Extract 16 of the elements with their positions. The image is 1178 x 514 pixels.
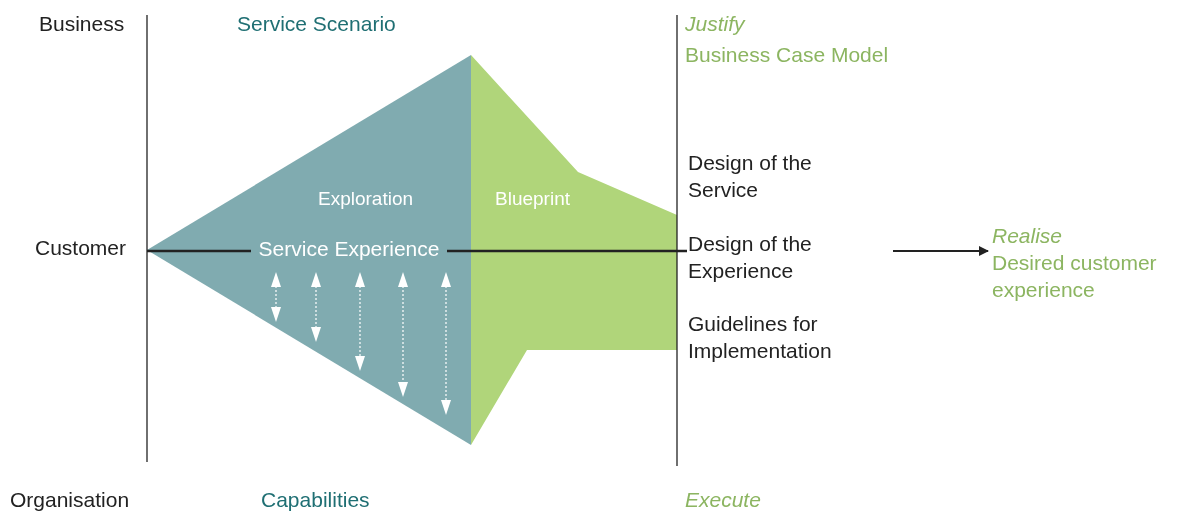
row-label: Organisation xyxy=(10,487,130,513)
column-heading: Execute xyxy=(685,487,761,513)
row-label: Business xyxy=(39,11,125,37)
row-label: Customer xyxy=(35,235,127,261)
column-heading: Service Scenario xyxy=(237,11,396,37)
outcome-label: Design of the Service xyxy=(688,150,813,203)
column-heading: Business Case Model xyxy=(685,42,889,68)
shape-label: Exploration xyxy=(318,187,415,211)
arrow xyxy=(892,246,989,256)
column-heading: Justify xyxy=(685,11,745,37)
outcome-label: Design of the Experience xyxy=(688,231,813,284)
outcome-text: Desired customer experience xyxy=(992,250,1158,303)
heading-text: Realise xyxy=(992,223,1064,249)
column-heading: Capabilities xyxy=(261,487,370,513)
shape-label: Blueprint xyxy=(495,187,571,211)
outcome-label: Guidelines for Implementation xyxy=(688,311,833,364)
